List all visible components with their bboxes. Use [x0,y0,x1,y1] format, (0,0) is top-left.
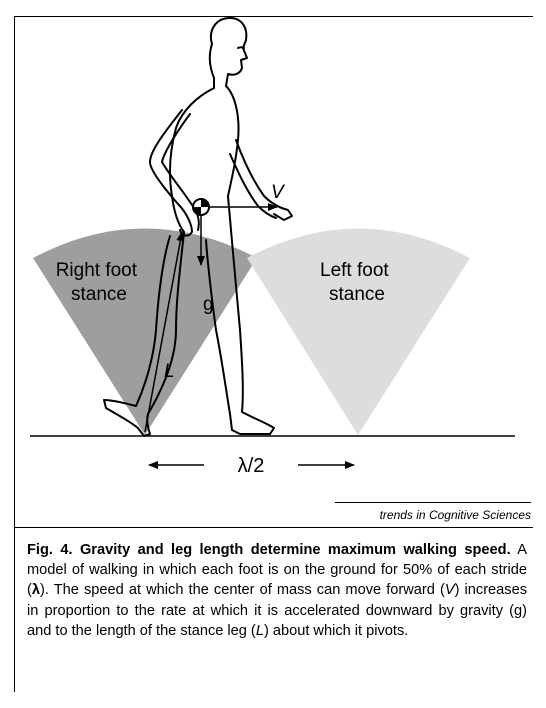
right-foot-stance-line-2: stance [71,284,127,305]
figure-caption: Fig. 4. Gravity and leg length determine… [27,540,527,641]
caption-v: V [445,582,455,598]
left-foot-stance-line-2: stance [329,284,385,305]
velocity-label: V [271,182,286,203]
leg-length-label: L [164,361,175,382]
walking-model-diagram: Right foot stance Left foot stance V g L… [0,0,546,520]
center-of-mass-symbol [193,199,209,215]
caption-divider [14,527,533,528]
caption-title: Gravity and leg length determine maximum… [80,542,511,558]
caption-l: L [256,623,264,639]
caption-lambda: λ [32,582,40,598]
caption-fig-number: Fig. 4. [27,542,73,558]
caption-body-2: ). The speed at which the center of mass… [40,582,445,598]
left-foot-stance-line-1: Left foot [320,260,389,281]
right-foot-stance-line-1: Right foot [56,260,138,281]
stride-label: λ/2 [238,455,265,477]
gravity-label: g [203,294,214,315]
source-credit: trends in Cognitive Sciences [335,502,531,522]
caption-body-4: ) about which it pivots. [264,623,408,639]
